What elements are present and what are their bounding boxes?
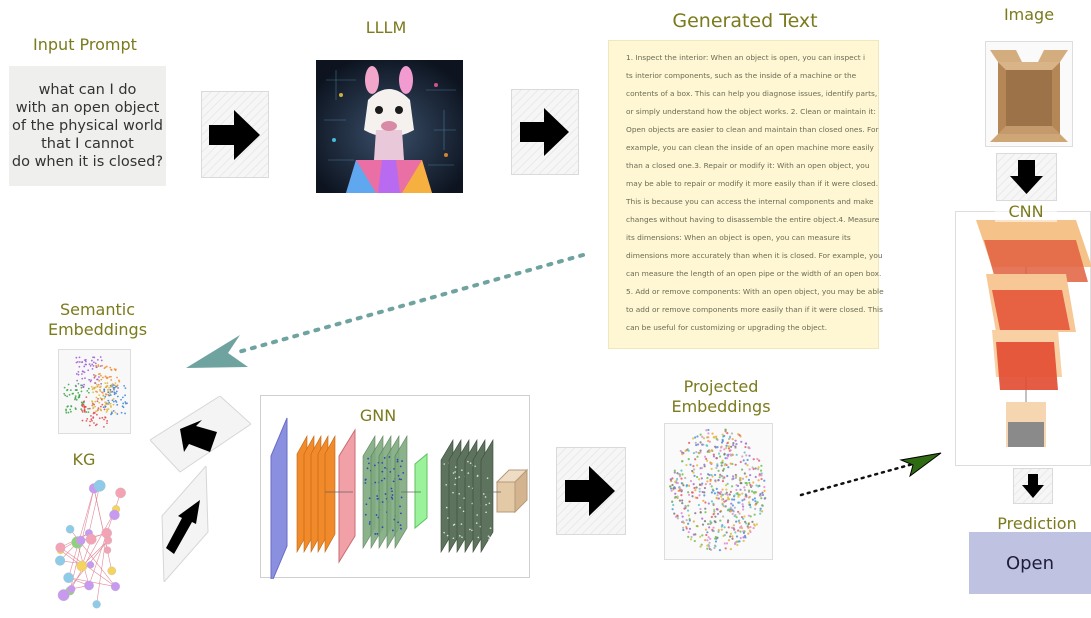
arrow-down-icon xyxy=(1022,474,1044,498)
generated-text-line: Open objects are easier to clean and mai… xyxy=(626,125,879,134)
semantic-embeddings-label: Semantic Embeddings xyxy=(40,300,155,340)
arrow-card-2 xyxy=(512,90,578,174)
cnn-label: CNN xyxy=(995,202,1057,222)
arrow-card-diagonal-2 xyxy=(160,464,210,584)
cnn-panel xyxy=(955,211,1091,466)
arrow-up-right-icon xyxy=(166,500,200,554)
generated-text-line: can be useful for customizing or upgradi… xyxy=(626,323,828,332)
arrow-card-3 xyxy=(557,448,625,534)
image-label: Image xyxy=(1003,5,1055,24)
semantic-embeddings-label-line1: Semantic xyxy=(59,300,136,319)
generated-text-line: 5. Add or remove components: With an ope… xyxy=(626,287,884,296)
arrow-card-diagonal-1 xyxy=(149,395,252,482)
arrow-right-icon xyxy=(209,110,260,160)
arrow-down-icon xyxy=(1010,160,1043,194)
generated-text-box: 1. Inspect the interior: When an object … xyxy=(608,40,884,349)
projected-embeddings-label: Projected Embeddings xyxy=(660,377,782,417)
generated-text-line: to add or remove components more easily … xyxy=(626,305,883,314)
input-prompt-label: Input Prompt xyxy=(33,35,137,54)
generated-text-line: This is because you can access the inter… xyxy=(626,197,874,206)
llama-image xyxy=(316,60,463,193)
projected-embeddings-label-line1: Projected xyxy=(683,377,759,396)
prediction-label: Prediction xyxy=(997,514,1077,533)
kg-label: KG xyxy=(72,450,96,469)
gnn-label: GNN xyxy=(359,406,397,425)
dotted-arrow-projected-to-cnn xyxy=(799,452,942,497)
generated-text-line: or simply understand how the object work… xyxy=(626,107,876,116)
gnn-panel xyxy=(260,395,530,585)
arrow-right-icon xyxy=(520,108,569,156)
generated-text-line: than a closed one.3. Repair or modify it… xyxy=(626,161,870,170)
generated-text-line: can measure the length of an open pipe o… xyxy=(626,269,882,278)
generated-text-line: its dimensions: When an object is open, … xyxy=(626,233,851,242)
input-prompt-box: what can I do with an open object of the… xyxy=(9,66,166,186)
arrow-card-down-2 xyxy=(1014,469,1052,503)
semantic-embeddings-label-line2: Embeddings xyxy=(47,320,148,339)
dotted-arrow-text-to-embeddings xyxy=(186,253,585,368)
generated-text-line: contents of a box. This can help you dia… xyxy=(626,89,878,98)
generated-text-label: Generated Text xyxy=(672,10,818,32)
projected-embeddings-label-line2: Embeddings xyxy=(671,397,771,416)
generated-text-line: changes without having to disassemble th… xyxy=(626,215,880,224)
arrow-card-down-1 xyxy=(997,154,1056,200)
generated-text-line: may be able to repair or modify it more … xyxy=(626,179,879,188)
generated-text-line: ts interior components, such as the insi… xyxy=(626,71,857,80)
generated-text-line: example, you can clean the inside of an … xyxy=(626,143,874,152)
generated-text-line: dimensions more accurately than when it … xyxy=(626,251,883,260)
prediction-box: Open xyxy=(969,532,1091,594)
semantic-embeddings-scatter xyxy=(58,349,131,434)
generated-text-line: 1. Inspect the interior: When an object … xyxy=(626,53,866,62)
open-box-image xyxy=(985,41,1073,147)
arrow-card-1 xyxy=(202,92,268,177)
arrow-right-icon xyxy=(565,466,615,516)
kg-graph xyxy=(52,468,132,614)
arrow-down-right-icon xyxy=(180,420,217,452)
lllm-label: LLLM xyxy=(365,18,407,37)
projected-embeddings-scatter xyxy=(664,423,773,560)
